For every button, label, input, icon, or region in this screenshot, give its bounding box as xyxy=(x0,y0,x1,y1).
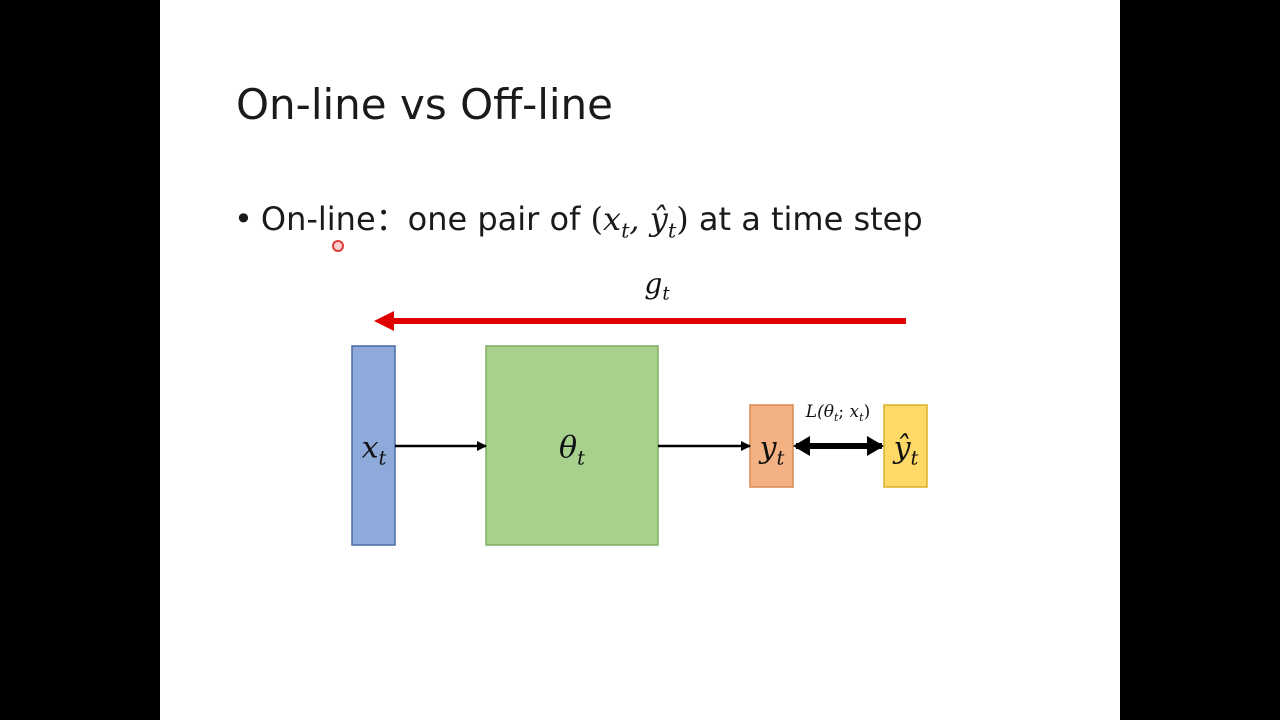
loss-arrowhead-left xyxy=(793,436,810,456)
output-box xyxy=(749,404,794,488)
bullet-prefix: On-line：one pair of xyxy=(260,200,591,238)
slide-title: On-line vs Off-line xyxy=(236,80,614,129)
gradient-arrowhead xyxy=(374,311,394,331)
bullet-marker: • xyxy=(234,200,253,238)
gradient-label: gt xyxy=(644,267,670,305)
online-diagram xyxy=(351,311,928,546)
slide: On-line vs Off-line •On-line：one pair of… xyxy=(160,0,1120,720)
param-label: θt xyxy=(559,430,585,470)
bullet-online: •On-line：one pair of (xt, ŷt) at a time … xyxy=(234,194,923,242)
loss-label: L(θt; xt) xyxy=(805,402,871,424)
target-box xyxy=(883,404,928,488)
loss-arrowhead-right xyxy=(867,436,884,456)
target-label: ŷt xyxy=(893,430,919,470)
output-label: yt xyxy=(759,430,785,470)
bullet-suffix: at a time step xyxy=(688,200,923,238)
pair-formula: (xt, ŷt) xyxy=(590,200,689,243)
param-box xyxy=(485,345,659,546)
pointer-cursor xyxy=(332,240,344,252)
input-label: xt xyxy=(361,430,387,470)
